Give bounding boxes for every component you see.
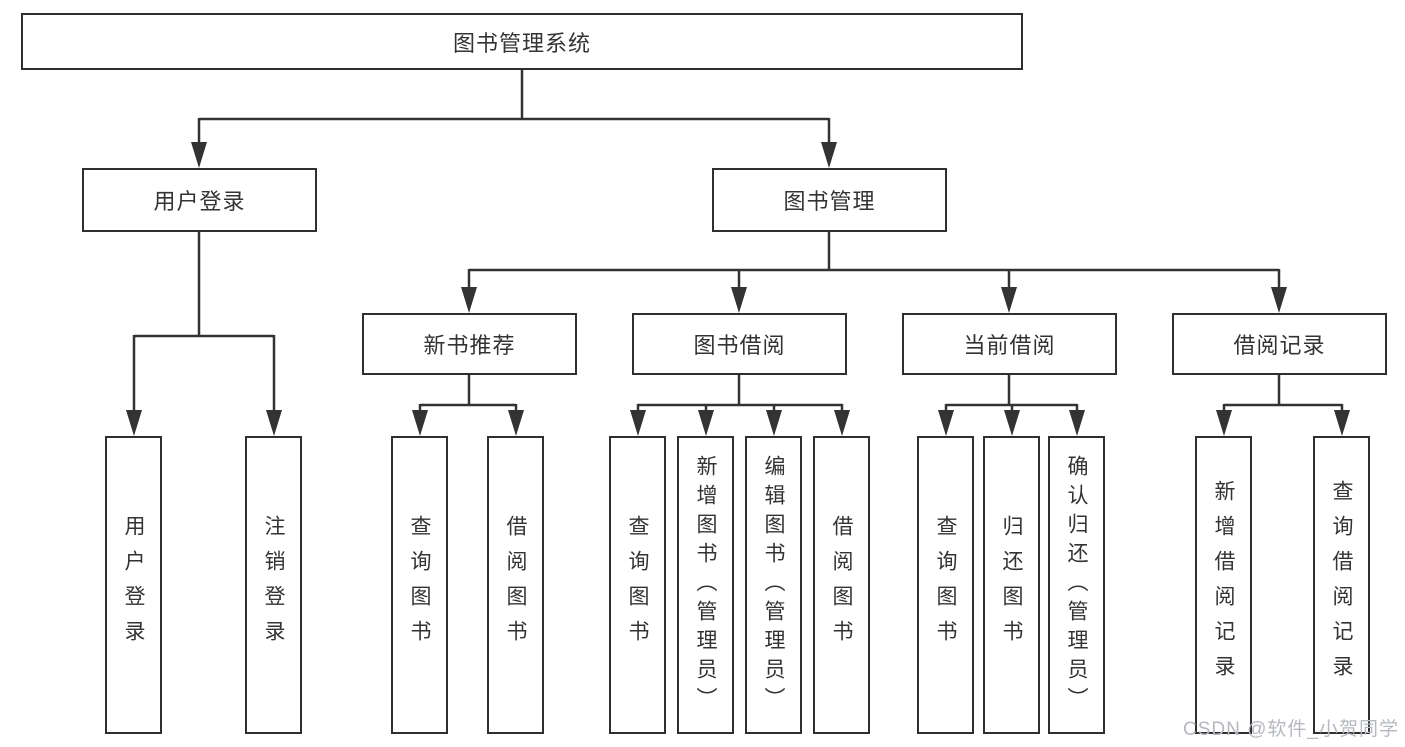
leaf-query-books-2: 查询图书: [609, 436, 666, 734]
arrowhead: [126, 410, 142, 436]
csdn-watermark: CSDN @软件_小贺同学: [1183, 719, 1399, 740]
leaf-borrow-books-1: 借阅图书: [487, 436, 544, 734]
leaf-label: 归还图书: [1000, 515, 1023, 655]
leaf-label: 新增图书（管理员）: [694, 454, 717, 716]
node-book-borrow: 图书借阅: [632, 313, 847, 375]
leaf-confirm-return-admin: 确认归还（管理员）: [1048, 436, 1105, 734]
leaf-query-books-3: 查询图书: [917, 436, 974, 734]
leaf-label: 查询图书: [626, 515, 649, 655]
arrowhead: [1271, 287, 1287, 313]
leaf-logout: 注销登录: [245, 436, 302, 734]
leaf-label: 借阅图书: [504, 515, 527, 655]
node-book-management: 图书管理: [712, 168, 947, 232]
arrowhead: [412, 410, 428, 436]
leaf-label: 新增借阅记录: [1212, 480, 1235, 690]
arrowhead: [821, 142, 837, 168]
node-borrow-records: 借阅记录: [1172, 313, 1387, 375]
leaf-label: 注销登录: [262, 515, 285, 655]
arrowhead: [1069, 410, 1085, 436]
leaf-label: 借阅图书: [830, 515, 853, 655]
arrowhead: [1216, 410, 1232, 436]
leaf-edit-book-admin: 编辑图书（管理员）: [745, 436, 802, 734]
node-root-library-system: 图书管理系统: [21, 13, 1023, 70]
arrowhead: [461, 287, 477, 313]
leaf-label: 查询图书: [408, 515, 431, 655]
arrowhead: [191, 142, 207, 168]
leaf-query-books-1: 查询图书: [391, 436, 448, 734]
leaf-label: 确认归还（管理员）: [1065, 454, 1088, 716]
arrowhead: [766, 410, 782, 436]
node-new-book-recommend: 新书推荐: [362, 313, 577, 375]
leaf-add-book-admin: 新增图书（管理员）: [677, 436, 734, 734]
arrowhead: [698, 410, 714, 436]
leaf-label: 编辑图书（管理员）: [762, 454, 785, 716]
arrowhead: [630, 410, 646, 436]
arrowhead: [938, 410, 954, 436]
leaf-query-borrow-record: 查询借阅记录: [1313, 436, 1370, 734]
arrowhead: [266, 410, 282, 436]
node-user-login: 用户登录: [82, 168, 317, 232]
leaf-label: 用户登录: [122, 515, 145, 655]
arrowhead: [731, 287, 747, 313]
leaf-label: 查询借阅记录: [1330, 480, 1353, 690]
arrowhead: [1004, 410, 1020, 436]
arrowhead: [1001, 287, 1017, 313]
arrowhead: [508, 410, 524, 436]
leaf-add-borrow-record: 新增借阅记录: [1195, 436, 1252, 734]
arrowhead: [1334, 410, 1350, 436]
node-current-borrow: 当前借阅: [902, 313, 1117, 375]
leaf-user-login: 用户登录: [105, 436, 162, 734]
arrowhead: [834, 410, 850, 436]
leaf-borrow-books-2: 借阅图书: [813, 436, 870, 734]
leaf-label: 查询图书: [934, 515, 957, 655]
leaf-return-books: 归还图书: [983, 436, 1040, 734]
